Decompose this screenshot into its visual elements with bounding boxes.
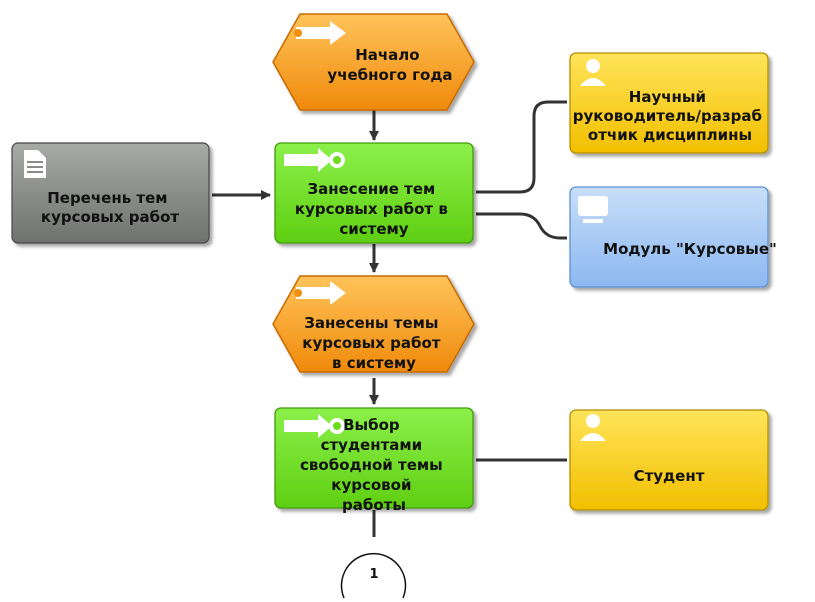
document-topic-list[interactable]: Перечень тем курсовых работ bbox=[11, 142, 210, 244]
role-student[interactable]: Студент bbox=[569, 409, 769, 511]
role-supervisor[interactable]: Научный руководитель/разраб отчик дисцип… bbox=[569, 52, 769, 154]
event-start-of-year[interactable]: Начало учебного года bbox=[272, 13, 475, 111]
event-arrow-icon bbox=[294, 21, 346, 45]
role-supervisor-label: Научный руководитель/разраб отчик дисцип… bbox=[573, 88, 767, 144]
function-enter-topics[interactable]: Занесение тем курсовых работ в систему bbox=[274, 142, 474, 244]
function-gear-arrow-icon bbox=[284, 148, 345, 172]
role-student-label: Студент bbox=[634, 467, 705, 485]
event-arrow-icon bbox=[294, 281, 346, 305]
person-icon bbox=[580, 59, 606, 86]
link-enter-supervisor bbox=[476, 100, 567, 194]
function-choose-topic[interactable]: Выбор студентами свободной темы курсовой… bbox=[274, 407, 474, 514]
function-choose-label: Выбор студентами свободной темы курсовой… bbox=[300, 416, 448, 514]
document-icon bbox=[24, 150, 46, 178]
page-connector-1[interactable]: 1 bbox=[340, 552, 407, 599]
event-entered-label: Занесены темы курсовых работ в систему bbox=[302, 314, 445, 372]
event-topics-entered[interactable]: Занесены темы курсовых работ в систему bbox=[272, 275, 475, 373]
page-connector-label: 1 bbox=[369, 567, 378, 582]
function-enter-label: Занесение тем курсовых работ в систему bbox=[295, 180, 453, 238]
person-icon bbox=[580, 414, 606, 441]
system-module-label: Модуль "Курсовые" bbox=[603, 240, 777, 258]
link-enter-module bbox=[476, 212, 567, 240]
monitor-icon bbox=[578, 196, 608, 223]
function-gear-arrow-icon bbox=[284, 414, 345, 438]
system-module-coursework[interactable]: Модуль "Курсовые" bbox=[569, 186, 777, 288]
event-start-label: Начало учебного года bbox=[327, 46, 452, 84]
document-label: Перечень тем курсовых работ bbox=[41, 189, 179, 226]
connector-lines bbox=[212, 100, 567, 537]
